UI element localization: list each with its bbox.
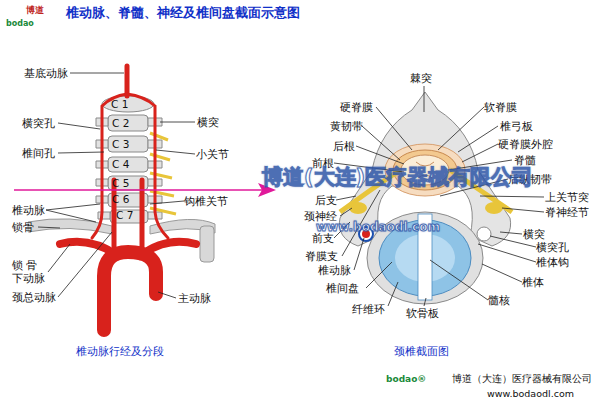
segment-number: C 3 [112,138,129,151]
leader-line [58,232,112,297]
part-label: 后支 [315,194,337,207]
part-label: 横突孔 [22,117,55,130]
segment-number: C 2 [112,117,129,130]
part-label: 后根 [333,140,355,153]
leader-line [150,201,184,204]
right-leader-lines [334,86,544,306]
aortic-arch [104,252,156,330]
part-label: 脊膜支 [305,250,338,263]
leader-line [58,152,104,153]
part-label: 椎体钩 [536,256,569,269]
leader-line [156,150,195,154]
part-label: 小关节 [196,148,229,161]
leader-line [38,227,60,228]
segment-number: C 4 [112,158,129,171]
leader-line [160,122,195,123]
part-label: 主动脉 [178,292,211,305]
segment-number: C 5 [112,177,129,190]
part-label: 锁骨 [12,221,34,234]
part-label: 硬脊膜 [340,101,373,114]
segment-number: C 6 [112,193,129,206]
part-label: 椎动脉 [12,204,45,217]
footer-url: www.bodaodl.com [487,388,574,401]
ganglion-right [485,202,503,214]
vertebra [108,115,148,131]
logo-text: 博道 [26,4,44,16]
segment-number: C 7 [116,209,133,222]
watermark: www.bodaodl.com [316,220,440,235]
foramen-right [477,227,491,241]
part-label: 椎间孔 [22,147,55,160]
segment-number: C 1 [111,98,128,111]
part-label: 椎间盘 [326,282,359,295]
part-label: 颈总动脉 [12,291,56,304]
part-label: 钩椎关节 [184,195,228,208]
part-label: 髓核 [488,294,510,307]
leader-line [70,73,124,74]
part-label: 锁 骨 下动脉 [12,259,48,285]
part-label: 棘突 [410,72,432,85]
footer-logo: bodao® [386,373,426,385]
part-label: 基底动脉 [24,67,68,80]
part-label: 横突孔 [536,241,569,254]
basilar-artery [125,66,130,96]
humerus-head [200,226,214,262]
leader-line [48,244,70,272]
common-carotid-right [140,180,145,252]
section-arrow [14,183,276,197]
common-carotid-left [112,180,117,252]
left-leader-lines [38,73,195,298]
part-label: 横突 [523,228,545,241]
part-label: 椎弓板 [500,120,533,133]
leader-line [58,123,100,129]
diagram-title: 椎动脉、脊髓、神经及椎间盘截面示意图 [66,6,300,19]
leader-line [334,86,544,306]
part-label: 软骨板 [406,307,439,320]
arrow-shaft [14,189,262,191]
part-label: 脊神经节 [545,206,589,219]
part-label: 椎动脉 [318,264,351,277]
part-label: 横突 [197,116,219,129]
figure-caption: 椎动脉行经及分段 [76,345,164,359]
footer-company: 博道（大连）医疗器械有限公司 [452,373,592,386]
part-label: 黄韧带 [330,120,363,133]
figure-caption: 颈椎截面图 [394,345,449,359]
logo-text: bodao [6,18,34,29]
vertebra [108,136,148,152]
leader-line [158,292,176,298]
vertebra [108,157,148,172]
part-label: 软脊膜 [484,101,517,114]
part-label: 纤维环 [352,303,385,316]
watermark: 博道(大连)医疗器械有限公司 [262,165,533,189]
part-label: 上关节突 [545,191,589,204]
arteries [60,66,196,330]
cross-section [339,92,512,304]
part-label: 硬脊膜外腔 [498,138,553,151]
leader-line [46,204,100,222]
part-label: 椎体 [522,276,544,289]
